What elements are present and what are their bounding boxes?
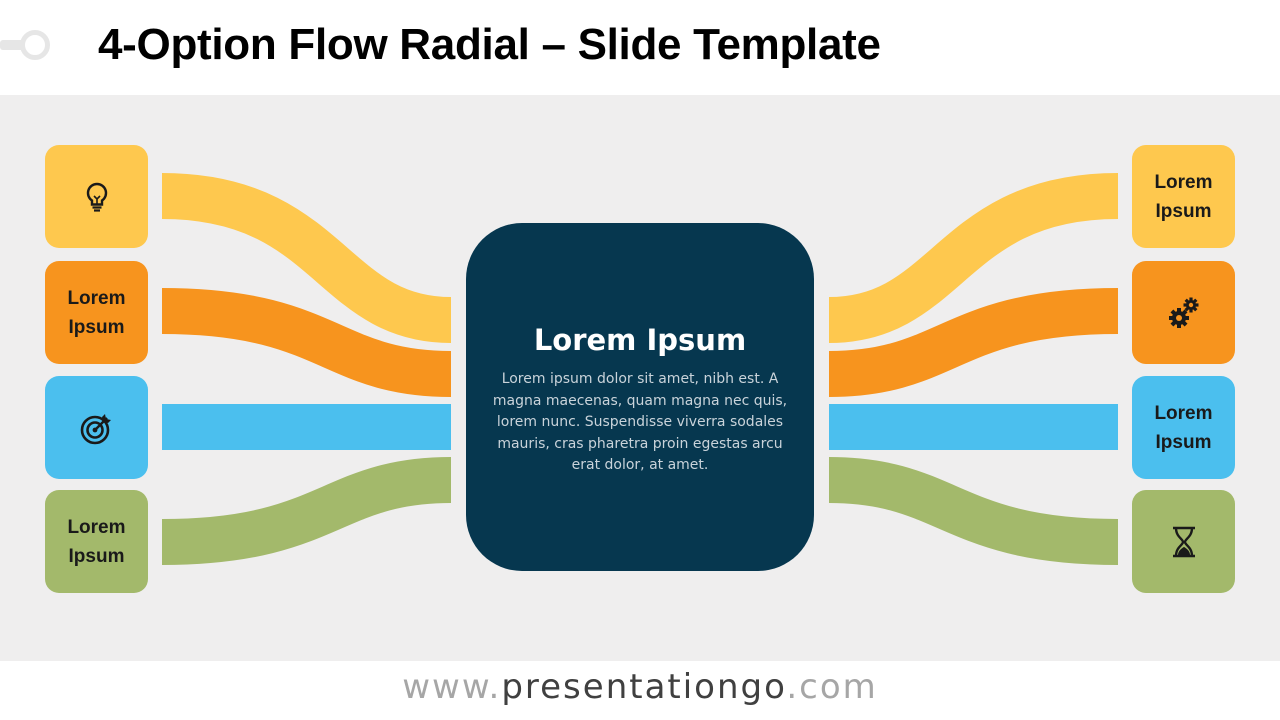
right-option-1: Lorem Ipsum xyxy=(1132,145,1235,248)
left-option-4: Lorem Ipsum xyxy=(45,490,148,593)
flow-right-2 xyxy=(828,288,1119,397)
right-option-4 xyxy=(1132,490,1235,593)
right-option-2 xyxy=(1132,261,1235,364)
footer-url[interactable]: www.presentationgo.com xyxy=(0,667,1280,707)
left-option-2: Lorem Ipsum xyxy=(45,261,148,364)
left-option-4-label: Lorem Ipsum xyxy=(67,516,126,567)
slide-title: 4-Option Flow Radial – Slide Template xyxy=(98,20,881,69)
footer: www.presentationgo.com xyxy=(0,661,1280,720)
center-panel: Lorem Ipsum Lorem ipsum dolor sit amet, … xyxy=(466,223,814,571)
right-option-3: Lorem Ipsum xyxy=(1132,376,1235,479)
flow-right-4 xyxy=(828,457,1119,565)
flow-left-1 xyxy=(161,173,452,343)
lightbulb-icon xyxy=(86,182,107,212)
logo-bar xyxy=(0,40,28,50)
target-icon xyxy=(80,413,111,444)
gears-icon xyxy=(1168,297,1198,328)
slide-header: 4-Option Flow Radial – Slide Template xyxy=(0,0,1280,95)
flow-left-2 xyxy=(161,288,452,397)
url-name: presentationgo xyxy=(501,667,787,707)
left-option-3 xyxy=(45,376,148,479)
right-option-3-label: Lorem Ipsum xyxy=(1154,402,1213,453)
logo-icon xyxy=(20,30,50,60)
flow-left-4 xyxy=(161,457,452,565)
left-option-1 xyxy=(45,145,148,248)
url-prefix: www. xyxy=(402,667,502,707)
left-option-2-label: Lorem Ipsum xyxy=(67,287,126,338)
flow-right-1 xyxy=(828,173,1119,343)
right-option-1-label: Lorem Ipsum xyxy=(1154,171,1213,222)
url-suffix: .com xyxy=(786,667,878,707)
center-title: Lorem Ipsum xyxy=(533,323,747,357)
hourglass-icon xyxy=(1172,526,1195,557)
center-body: Lorem ipsum dolor sit amet, nibh est. A … xyxy=(492,371,788,473)
